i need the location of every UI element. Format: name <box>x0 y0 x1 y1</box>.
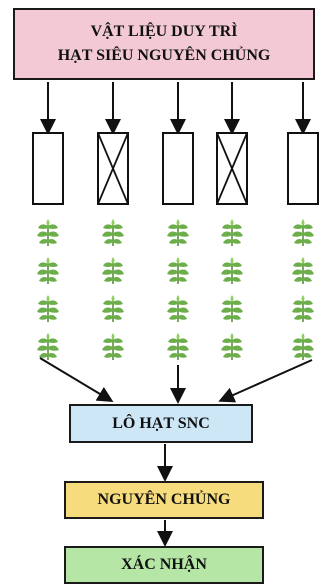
plant-icon <box>37 257 59 284</box>
line-box-2-rejected <box>97 132 129 205</box>
certified-seed-label: NGUYÊN CHỦNG <box>97 491 231 508</box>
plant-icon <box>292 333 314 360</box>
plant-icon <box>102 333 124 360</box>
top-arrows <box>40 82 311 135</box>
plant-icon <box>292 295 314 322</box>
top-box-line1: VẬT LIỆU DUY TRÌ <box>90 23 238 40</box>
plant-icon <box>167 333 189 360</box>
seed-lot-box: LÔ HẠT SNC <box>69 404 253 443</box>
cross-mark <box>216 132 248 205</box>
line-box-3 <box>162 132 194 205</box>
plant-icon <box>102 219 124 246</box>
line-box-5 <box>287 132 319 205</box>
plant-icon <box>167 219 189 246</box>
plant-icon <box>102 257 124 284</box>
merge-arrows <box>39 357 313 404</box>
plant-grid <box>37 219 314 360</box>
confirmed-seed-box: XÁC NHẬN <box>64 546 264 584</box>
merge-arrow <box>39 357 114 403</box>
plant-icon <box>37 295 59 322</box>
maintenance-material-box: VẬT LIỆU DUY TRÌ HẠT SIÊU NGUYÊN CHỦNG <box>13 8 315 80</box>
plant-icon <box>37 219 59 246</box>
line-box-frame <box>32 132 64 205</box>
plant-icon <box>221 257 243 284</box>
plant-icon <box>221 295 243 322</box>
line-box-4-rejected <box>216 132 248 205</box>
cross-mark <box>97 132 129 205</box>
plant-icon <box>221 333 243 360</box>
line-box-frame <box>162 132 194 205</box>
plant-icon <box>167 257 189 284</box>
line-box-frame <box>287 132 319 205</box>
plant-icon <box>167 295 189 322</box>
line-boxes <box>32 132 319 205</box>
plant-icon <box>292 219 314 246</box>
plant-icon <box>221 219 243 246</box>
confirmed-seed-label: XÁC NHẬN <box>121 556 207 573</box>
line-box-1 <box>32 132 64 205</box>
top-box-line2: HẠT SIÊU NGUYÊN CHỦNG <box>57 47 271 64</box>
plant-icon <box>292 257 314 284</box>
certified-seed-box: NGUYÊN CHỦNG <box>64 481 264 519</box>
plant-icon <box>37 333 59 360</box>
plant-icon <box>102 295 124 322</box>
merge-arrow <box>218 359 313 403</box>
seed-lot-label: LÔ HẠT SNC <box>112 414 210 432</box>
